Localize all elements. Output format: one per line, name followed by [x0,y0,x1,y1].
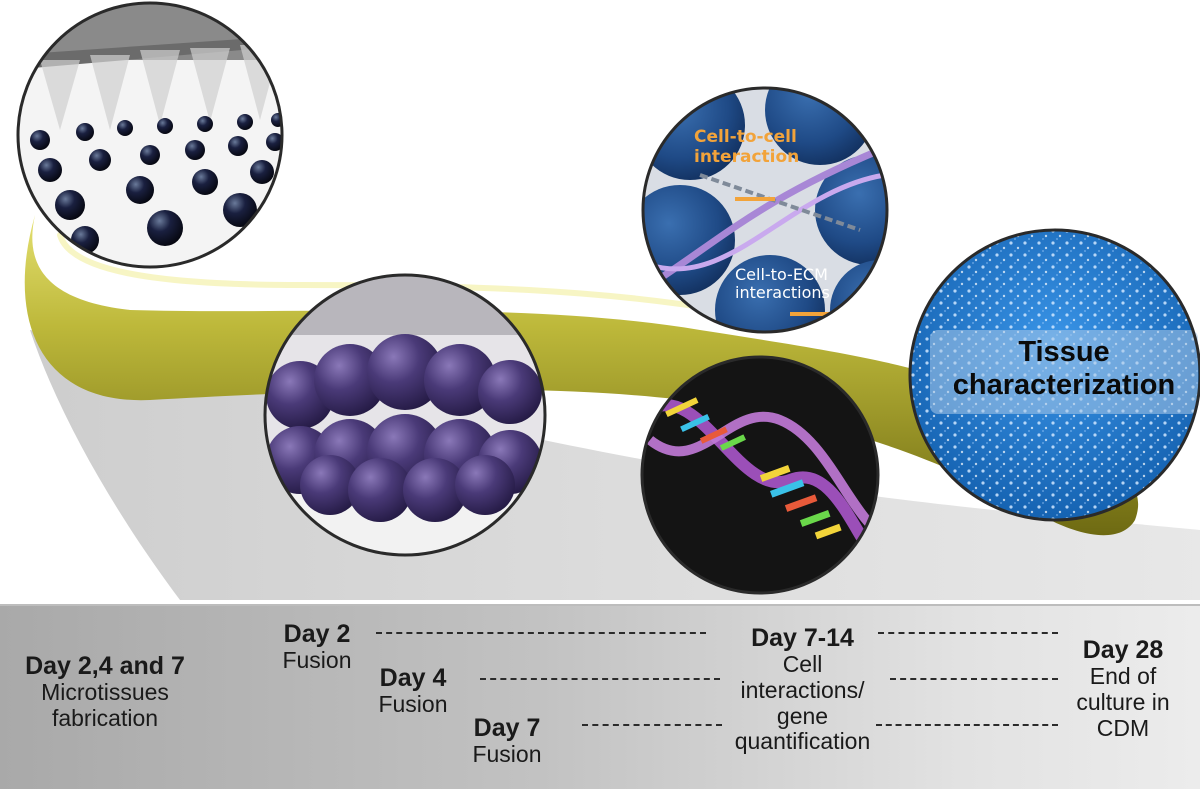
day28-end-of-culture-label: Day 28 End of culture in CDM [1076,636,1170,741]
cell-to-ecm-label: Cell-to-ECM interactions [735,265,830,303]
day2-to-day28-dashed-connector [878,632,1058,634]
gene-quantification-circle [640,355,880,595]
day2-fusion-label: Day 2 Fusion [282,620,352,673]
day4-to-day28-dashed-connector [890,678,1058,680]
day2-dashed-connector [376,632,706,634]
tissue-characterization-label: Tissue characterization [952,336,1176,402]
microtissue-fabrication-label: Day 2,4 and 7 Microtissues fabrication [25,652,185,731]
tissue-characterization-circle [908,228,1200,522]
day7-14-interactions-label: Day 7-14 Cell interactions/ gene quantif… [734,624,871,755]
day4-fusion-label: Day 4 Fusion [378,664,448,717]
culture-tube [24,215,1139,536]
day4-dashed-connector [480,678,720,680]
day7-to-day28-dashed-connector [876,724,1058,726]
illustration-scene [16,1,1200,600]
cell-to-cell-label: Cell-to-cell interaction [694,127,800,167]
cell-interactions-circle [641,86,889,334]
microwell-array-circle [16,1,284,269]
timeline-panel: Day 2,4 and 7 Microtissues fabrication D… [0,604,1200,789]
day7-dashed-connector [582,724,722,726]
day7-fusion-label: Day 7 Fusion [472,714,542,767]
tube-highlight [57,232,723,313]
